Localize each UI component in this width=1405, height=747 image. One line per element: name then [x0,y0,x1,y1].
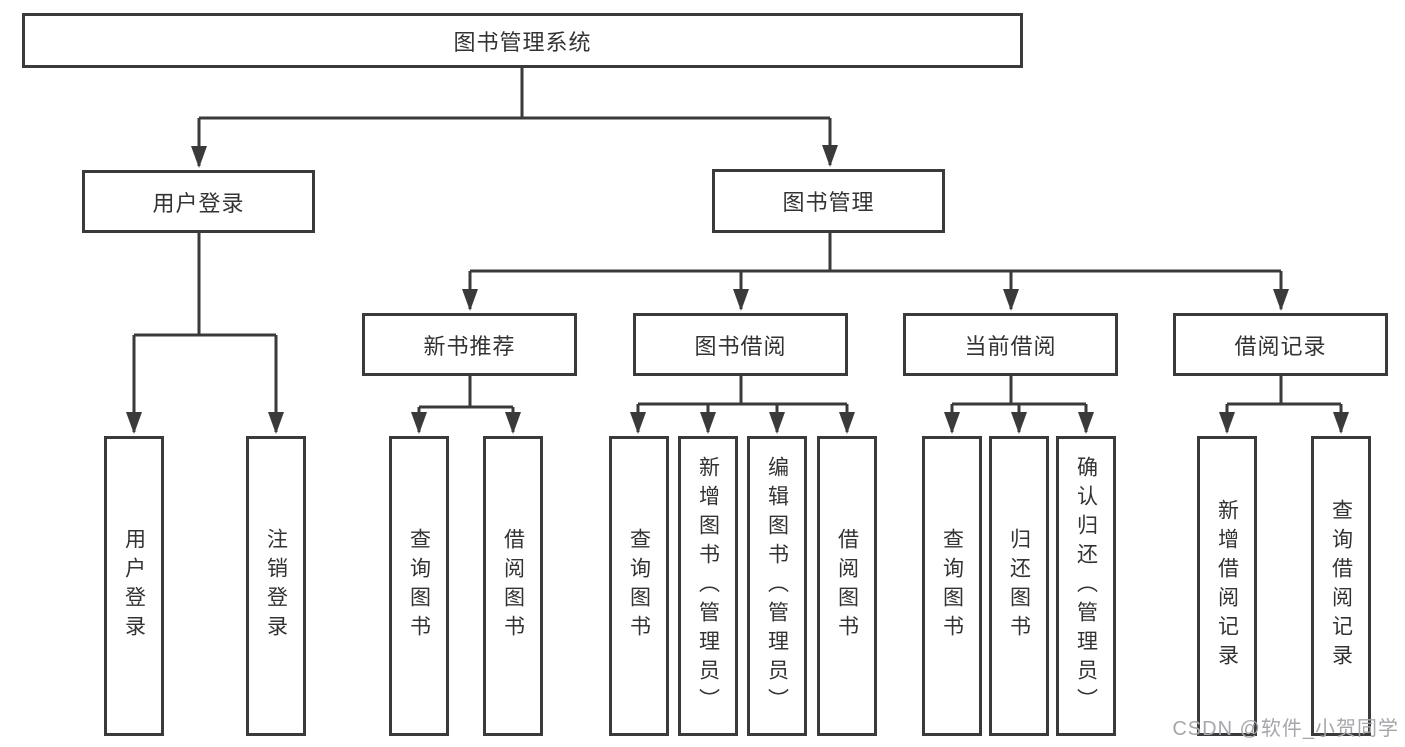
node-current-borrowing: 当前借阅 [903,313,1118,376]
node-user-login-label: 用户登录 [152,190,245,216]
leaf-borrowing-query-books-label: 查询图书 [627,528,651,644]
connector-bookmgmt-to-level3 [468,233,1283,309]
leaf-records-query-record: 查询借阅记录 [1311,436,1371,736]
node-book-management-label: 图书管理 [782,190,875,215]
leaf-newbooks-query-books: 查询图书 [389,436,449,736]
leaf-current-query-books: 查询图书 [922,436,982,736]
node-borrow-records: 借阅记录 [1173,313,1388,376]
node-current-borrowing-label: 当前借阅 [964,333,1057,359]
leaf-newbooks-borrow-books: 借阅图书 [483,436,543,736]
connector-newbooks-to-leaves [417,376,515,432]
leaf-user-login-label: 用户登录 [122,528,146,644]
leaf-current-return-books: 归还图书 [989,436,1049,736]
node-user-login: 用户登录 [82,170,315,233]
leaf-newbooks-borrow-books-label: 借阅图书 [501,528,525,644]
leaf-newbooks-query-books-label: 查询图书 [407,528,431,644]
node-root-library-system: 图书管理系统 [22,13,1023,68]
leaf-borrowing-edit-books-admin-label: 编辑图书（管理员） [765,455,789,717]
leaf-borrowing-add-books-admin: 新增图书（管理员） [678,436,738,736]
leaf-borrowing-query-books: 查询图书 [609,436,669,736]
node-new-book-recommend: 新书推荐 [362,313,577,376]
arrowheads [126,145,1349,434]
leaf-records-query-record-label: 查询借阅记录 [1329,499,1353,673]
connector-records-to-leaves [1225,376,1343,432]
node-root-label: 图书管理系统 [453,29,592,55]
leaf-borrowing-add-books-admin-label: 新增图书（管理员） [696,455,720,717]
node-new-book-recommend-label: 新书推荐 [423,333,516,359]
node-borrow-records-label: 借阅记录 [1234,333,1327,359]
leaf-user-login: 用户登录 [104,436,164,736]
leaf-records-add-record: 新增借阅记录 [1197,436,1257,736]
leaf-logout: 注销登录 [246,436,306,736]
leaf-current-query-books-label: 查询图书 [940,528,964,644]
node-book-borrowing-label: 图书借阅 [694,333,787,359]
node-book-management: 图书管理 [712,169,945,233]
leaf-borrowing-borrow-books: 借阅图书 [817,436,877,736]
leaf-borrowing-edit-books-admin: 编辑图书（管理员） [747,436,807,736]
node-book-borrowing: 图书借阅 [633,313,848,376]
leaf-current-confirm-return-admin-label: 确认归还（管理员） [1074,455,1098,717]
leaf-current-confirm-return-admin: 确认归还（管理员） [1056,436,1116,736]
csdn-watermark: CSDN @软件_小贺同学 [1172,718,1399,740]
connector-borrowing-to-leaves [636,376,849,432]
leaf-borrowing-borrow-books-label: 借阅图书 [835,528,859,644]
connector-userlogin-to-leaves [132,233,278,432]
connector-root-to-level2 [197,68,832,166]
leaf-records-add-record-label: 新增借阅记录 [1215,499,1239,673]
leaf-current-return-books-label: 归还图书 [1007,528,1031,644]
leaf-logout-label: 注销登录 [264,528,288,644]
